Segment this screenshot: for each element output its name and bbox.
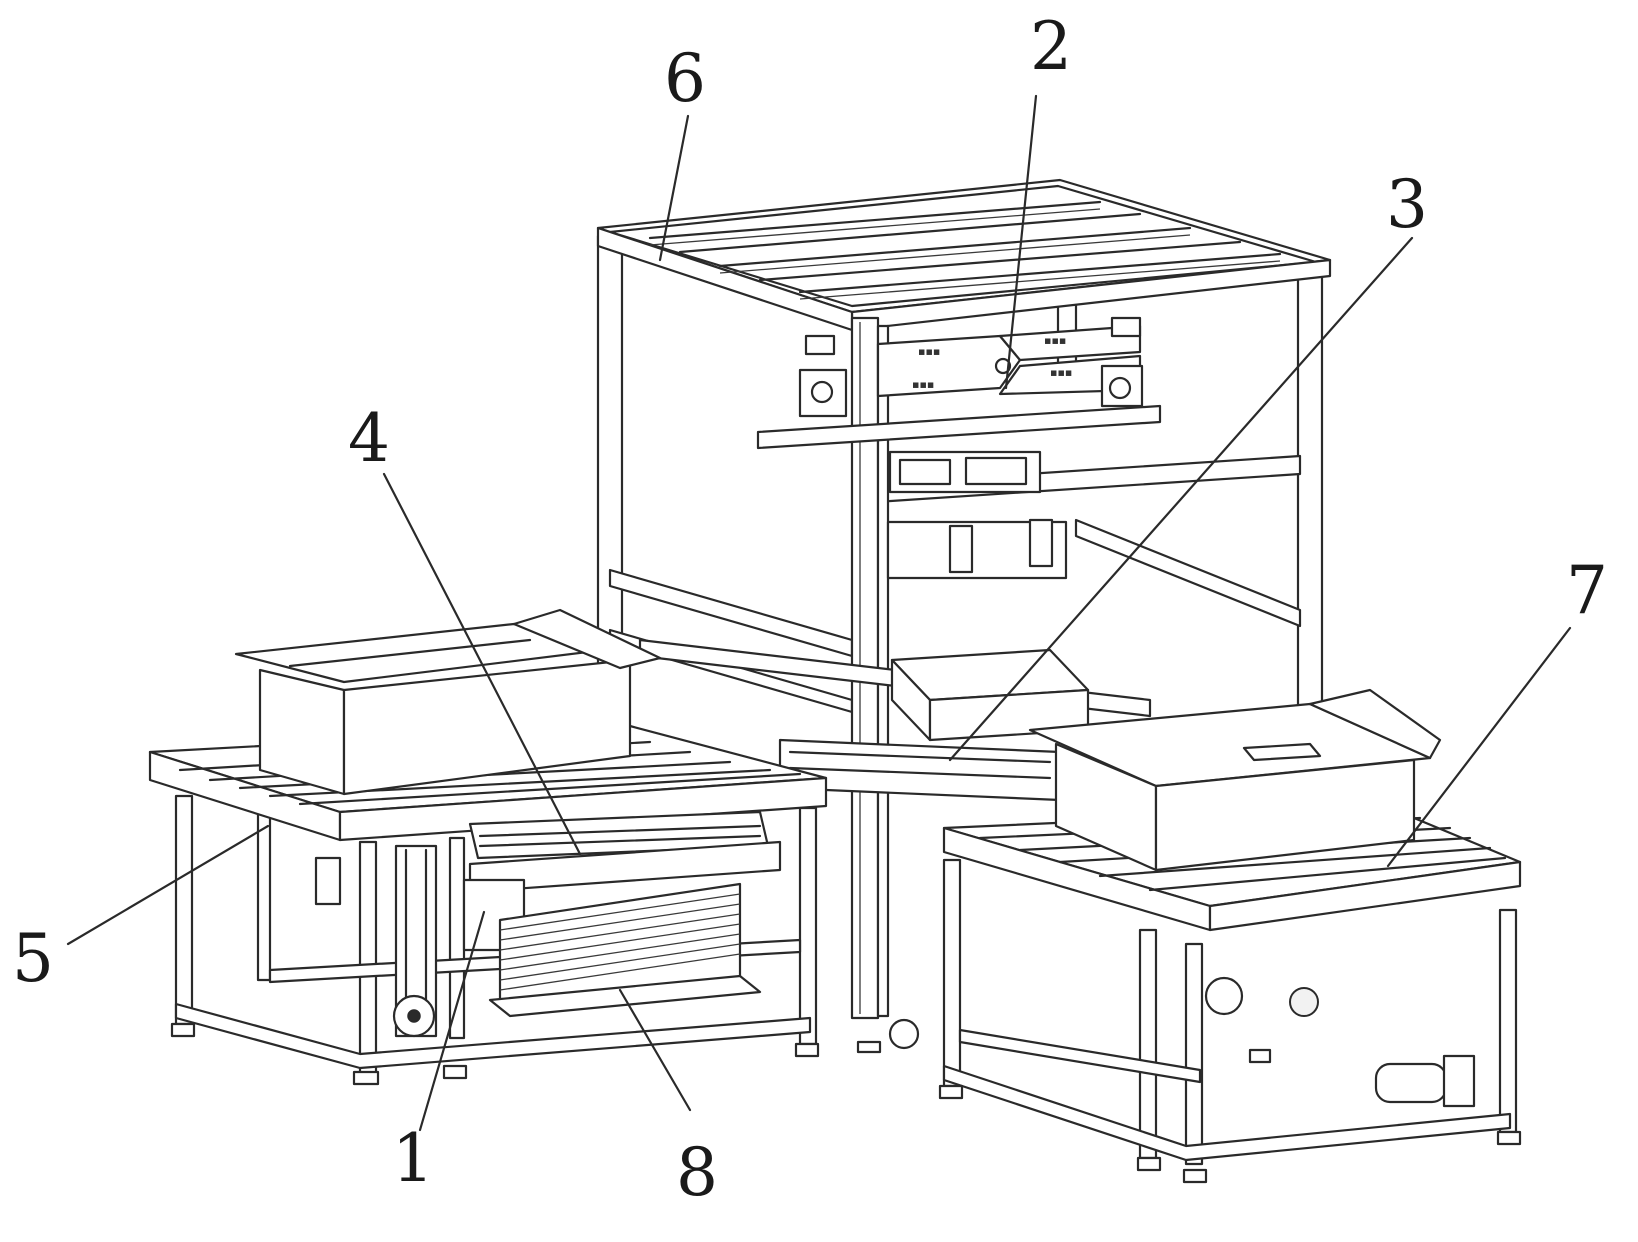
- leader-line-8: [618, 988, 692, 1112]
- leader-line-7: [1386, 626, 1572, 868]
- leader-line-3: [948, 236, 1414, 762]
- callout-label-1: 1: [392, 1120, 434, 1197]
- svg-text:▪▪▪: ▪▪▪: [912, 378, 934, 391]
- svg-text:▪▪▪: ▪▪▪: [918, 345, 940, 358]
- leader-line-5: [66, 824, 270, 946]
- callout-label-2: 2: [1030, 8, 1072, 85]
- gripper-assembly: ▪▪▪ ▪▪▪ ▪▪▪ ▪▪▪: [756, 316, 1162, 580]
- leader-line-6: [658, 114, 690, 262]
- callout-label-3: 3: [1386, 166, 1428, 243]
- callout-label-8: 8: [676, 1134, 718, 1211]
- lower-mechanism: [314, 810, 782, 1038]
- callout-label-5: 5: [12, 920, 54, 997]
- callout-label-7: 7: [1566, 552, 1608, 629]
- leader-line-1: [418, 910, 486, 1132]
- leader-lines: [66, 94, 1572, 1132]
- right-conveyor: [856, 688, 1522, 1184]
- svg-text:▪▪▪: ▪▪▪: [1050, 366, 1072, 379]
- callout-label-4: 4: [348, 400, 390, 477]
- callout-label-6: 6: [664, 40, 706, 117]
- leader-line-4: [382, 472, 582, 856]
- leader-line-2: [1004, 94, 1038, 390]
- svg-text:▪▪▪: ▪▪▪: [1044, 334, 1066, 347]
- main-frame: [596, 178, 1332, 1020]
